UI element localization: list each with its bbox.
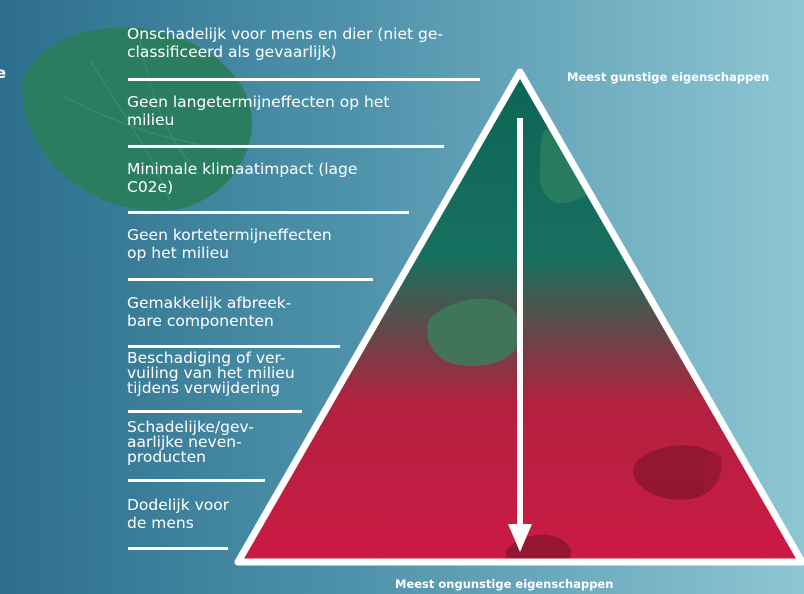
property-item: Geen kortetermijneffecten op het milieu bbox=[127, 226, 332, 262]
property-item: Schadelijke/gev- aarlijke neven- product… bbox=[127, 418, 254, 466]
item-divider bbox=[128, 78, 480, 81]
item-divider bbox=[128, 547, 228, 550]
item-divider bbox=[128, 211, 409, 214]
property-item: Geen langetermijneffecten op het milieu bbox=[127, 93, 390, 129]
item-divider bbox=[128, 345, 340, 348]
property-item: Beschadiging of ver- vuiling van het mil… bbox=[127, 349, 295, 397]
leaf-decoration bbox=[633, 445, 721, 500]
down-arrow-icon bbox=[508, 118, 532, 552]
item-divider bbox=[128, 479, 265, 482]
property-item: Gemakkelijk afbreek- bare componenten bbox=[127, 294, 292, 330]
leaf-decoration bbox=[704, 451, 722, 492]
property-item: Onschadelijk voor mens en dier (niet ge-… bbox=[127, 25, 443, 61]
item-divider bbox=[128, 278, 373, 281]
leaf-decoration bbox=[21, 27, 253, 211]
edge-text-fragment: e bbox=[0, 66, 6, 80]
bottom-caption: Meest ongunstige eigenschappen bbox=[395, 577, 614, 591]
leaf-decoration bbox=[427, 298, 521, 366]
property-item: Minimale klimaatimpact (lage C02e) bbox=[127, 160, 358, 196]
item-divider bbox=[128, 145, 444, 148]
top-caption: Meest gunstige eigenschappen bbox=[567, 70, 770, 84]
property-item: Dodelijk voor de mens bbox=[127, 496, 230, 532]
item-divider bbox=[128, 410, 302, 413]
